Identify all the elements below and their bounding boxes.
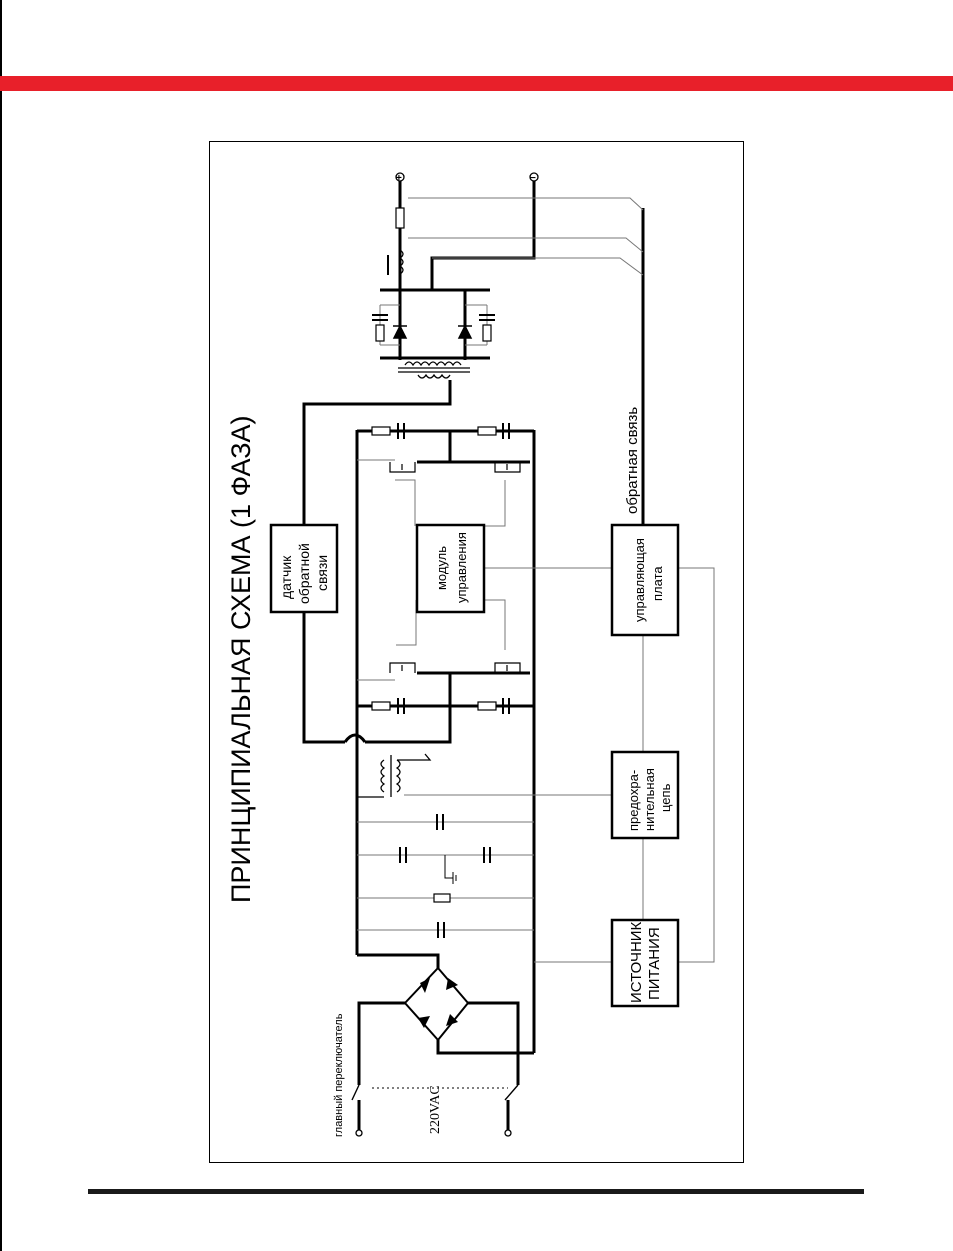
control-board-line1: управляющая xyxy=(632,538,647,622)
main-wiring xyxy=(304,180,643,1130)
control-module-line2: управления xyxy=(454,532,469,603)
current-transformer xyxy=(357,754,430,797)
feedback-sensor-line1: датчик xyxy=(278,555,294,599)
feedback-sensor-line2: обратной xyxy=(296,543,312,604)
power-supply-line2: ПИТАНИЯ xyxy=(646,927,663,1000)
terminal-plus: + xyxy=(396,173,402,184)
diagram-title: ПРИНЦИПИАЛЬНАЯ СХЕМА (1 ФАЗА) xyxy=(226,415,256,903)
main-transformer xyxy=(398,362,470,378)
protection-line3: цепь xyxy=(658,783,673,812)
block-power-supply xyxy=(612,920,678,1006)
power-supply-line1: ИСТОЧНИК xyxy=(628,921,645,1003)
input-voltage-label: 220VAC xyxy=(428,1085,443,1134)
blocks xyxy=(271,525,678,1006)
bridge-diodes xyxy=(418,978,458,1028)
feedback-label: обратная связь xyxy=(624,407,641,514)
protection-line2: нительная xyxy=(642,768,657,831)
terminals xyxy=(356,173,538,1136)
terminal-minus: − xyxy=(530,173,536,184)
block-control-module xyxy=(417,525,484,612)
protection-line1: предохра- xyxy=(626,770,641,831)
output-diodes xyxy=(393,326,472,338)
control-module-line1: модуль xyxy=(434,546,449,590)
main-switch-label: главный переключатель xyxy=(333,1013,345,1137)
control-board-line2: плата xyxy=(650,566,665,601)
ground-symbol xyxy=(445,855,456,884)
feedback-sensor-line3: связи xyxy=(314,555,330,591)
bridge-rectifier xyxy=(405,968,468,1040)
